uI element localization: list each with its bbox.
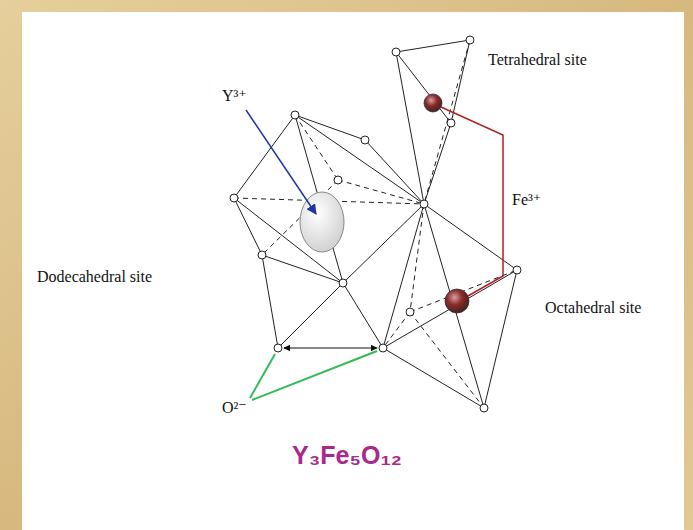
edge-line xyxy=(424,123,451,204)
site-label: Dodecahedral site xyxy=(37,268,152,286)
edge-line xyxy=(451,40,470,123)
ion-label: Fe³⁺ xyxy=(512,191,541,209)
white-panel xyxy=(22,12,684,530)
oxygen-atom xyxy=(466,36,474,44)
hidden-edge xyxy=(410,204,424,312)
ion-label: Y³⁺ xyxy=(222,87,247,105)
oxygen-atom xyxy=(291,111,299,119)
edge-line xyxy=(424,204,484,408)
dodecahedron-hidden xyxy=(234,115,424,255)
oxygen-atom xyxy=(339,279,347,287)
edge-line xyxy=(262,255,343,283)
hidden-edge xyxy=(410,270,517,312)
leader-arrow xyxy=(246,110,316,214)
oxygen-atom xyxy=(379,344,387,352)
edge-line xyxy=(396,40,470,52)
edge-line xyxy=(396,52,451,123)
edge-line xyxy=(295,115,365,140)
hidden-edge xyxy=(338,180,424,204)
oxygen-atom xyxy=(513,266,521,274)
dodecahedron xyxy=(234,115,424,348)
octahedron-hidden xyxy=(383,204,517,408)
oxygen-atom xyxy=(274,344,282,352)
edge-line xyxy=(343,283,383,348)
edge-line xyxy=(295,115,424,204)
tetrahedron xyxy=(396,40,470,204)
edge-line xyxy=(484,270,517,408)
edge-line xyxy=(234,115,295,198)
edge-line xyxy=(343,204,424,283)
edge-line xyxy=(365,140,424,204)
edge-line xyxy=(278,283,343,348)
oxygen-atom xyxy=(406,308,414,316)
oxygen-atom xyxy=(258,251,266,259)
octahedron xyxy=(383,204,517,408)
leader-line xyxy=(441,107,503,296)
oxygen-atom xyxy=(420,200,428,208)
ion-label: O²⁻ xyxy=(222,399,247,417)
oxygen-atom xyxy=(480,404,488,412)
oxygen-atom xyxy=(230,194,238,202)
hidden-edge xyxy=(410,312,484,408)
iron-ion xyxy=(445,289,469,313)
oxygen-atom xyxy=(447,119,455,127)
site-label: Octahedral site xyxy=(545,299,641,317)
site-label: Tetrahedral site xyxy=(488,51,587,69)
edge-line xyxy=(295,115,343,283)
oxygen-atom xyxy=(361,136,369,144)
leader-line xyxy=(252,351,377,400)
edge-line xyxy=(396,52,424,204)
edge-line xyxy=(383,270,517,348)
hidden-edge xyxy=(383,312,410,348)
hidden-edge xyxy=(295,115,338,180)
oxygen-atoms xyxy=(230,36,521,412)
oxygen-atom xyxy=(334,176,342,184)
edge-line xyxy=(234,198,262,255)
iron-ion xyxy=(424,94,442,112)
formula-caption: Y₃Fe₅O₁₂ xyxy=(292,441,402,470)
edge-arrow xyxy=(284,347,377,348)
edge-line xyxy=(383,204,424,348)
oxygen-atom xyxy=(392,48,400,56)
edge-line xyxy=(262,255,278,348)
hidden-edge xyxy=(424,40,470,204)
